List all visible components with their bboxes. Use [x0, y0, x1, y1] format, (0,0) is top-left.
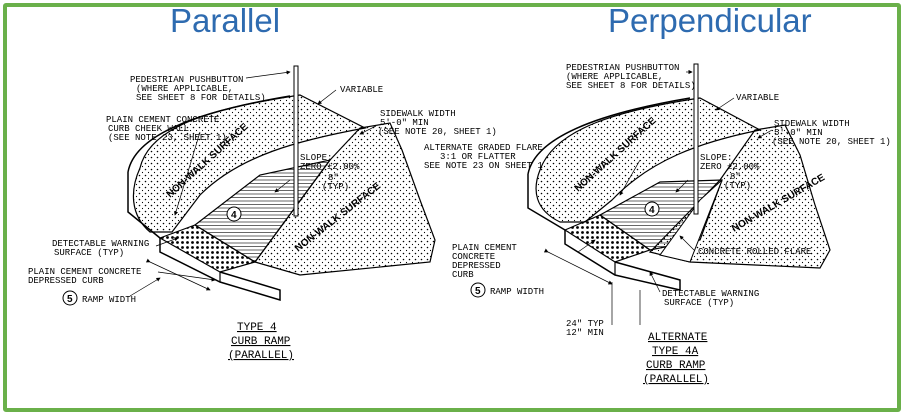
right-flare-3: SEE NOTE 23 ON SHEET 1 [424, 161, 543, 171]
right-dim8-1: 8" [730, 172, 741, 182]
left-sidewalk-1: SIDEWALK WIDTH [380, 109, 456, 119]
right-ramp-width: RAMP WIDTH [490, 287, 544, 297]
left-marker-4-label: 4 [231, 210, 237, 221]
right-marker-5 [470, 282, 486, 298]
left-pushbutton-3: SEE SHEET 8 FOR DETAILS) [136, 93, 266, 103]
left-depressed-1: PLAIN CEMENT CONCRETE [28, 267, 141, 277]
right-dim24-2: 12" MIN [566, 328, 604, 338]
left-marker-5-label: 5 [67, 294, 73, 305]
left-sidewalk-2: 5'-0" MIN [380, 118, 429, 128]
left-dim8-1: 8" [328, 173, 339, 183]
left-ramp-width: RAMP WIDTH [82, 295, 136, 305]
figure-frame [3, 3, 901, 412]
right-dim8-2: (TYP) [724, 181, 751, 191]
left-cheek-2: CURB CHEEK WALL [108, 124, 189, 134]
left-pushbutton-2: (WHERE APPLICABLE, [136, 84, 233, 94]
left-title-2: CURB RAMP [231, 336, 291, 348]
right-title-4: (PARALLEL) [643, 374, 709, 386]
heading-parallel: Parallel [170, 2, 281, 39]
right-flare-2: 3:1 OR FLATTER [440, 152, 516, 162]
type4a-drawing: 4 5 PEDESTRIAN PUSHBUTTON (WHERE APPLICA… [424, 63, 891, 386]
right-pushbutton-3: SEE SHEET 8 FOR DETAILS) [566, 81, 696, 91]
type4-drawing: 4 5 PEDESTRIAN PUSHBUTTON (WHERE APPLICA… [28, 65, 497, 362]
left-slope-2: ZERO ±2.00% [300, 162, 360, 172]
left-cheek-3: (SEE NOTE 23, SHEET 1). [108, 133, 232, 143]
left-back-surface [132, 94, 367, 233]
right-depressed-3: DEPRESSED [452, 261, 501, 271]
right-pushbutton-2: (WHERE APPLICABLE, [566, 72, 663, 82]
right-rolled-flare-label: CONCRETE ROLLED FLARE [698, 247, 811, 257]
left-depressed-2: DEPRESSED CURB [28, 276, 104, 286]
right-sidewalk-3: (SEE NOTE 20, SHEET 1) [772, 137, 891, 147]
right-depressed-1: PLAIN CEMENT [452, 243, 517, 253]
left-detectable-2: SURFACE (TYP) [54, 248, 124, 258]
left-detectable-1: DETECTABLE WARNING [52, 239, 149, 249]
right-slope-2: ZERO ±2.00% [700, 162, 760, 172]
right-slope-1: SLOPE: [700, 153, 732, 163]
left-title-3: (PARALLEL) [228, 350, 294, 362]
right-depressed-2: CONCRETE [452, 252, 495, 262]
left-variable: VARIABLE [340, 85, 383, 95]
right-detectable-2: SURFACE (TYP) [664, 298, 734, 308]
left-dim8-2: (TYP) [322, 182, 349, 192]
right-title-2: TYPE 4A [652, 346, 699, 358]
left-right-surface [254, 122, 436, 276]
left-slope-1: SLOPE: [300, 153, 332, 163]
left-pushbutton-1: PEDESTRIAN PUSHBUTTON [130, 75, 243, 85]
right-marker-4-label: 4 [649, 205, 655, 216]
heading-perpendicular: Perpendicular [608, 2, 812, 39]
right-back-surface [535, 97, 762, 223]
right-detectable-1: DETECTABLE WARNING [662, 289, 759, 299]
left-cheek-1: PLAIN CEMENT CONCRETE [106, 115, 219, 125]
left-marker-4 [226, 206, 242, 222]
left-sidewalk-3: (SEE NOTE 20, SHEET 1) [378, 127, 497, 137]
right-title-3: CURB RAMP [646, 360, 706, 372]
left-marker-5 [62, 290, 78, 306]
right-flare-1: ALTERNATE GRADED FLARE [424, 143, 543, 153]
right-title-1: ALTERNATE [648, 332, 708, 344]
right-pushbutton-1: PEDESTRIAN PUSHBUTTON [566, 63, 679, 73]
right-rolled-flare [659, 179, 723, 263]
right-depressed-4: CURB [452, 270, 474, 280]
right-marker-5-label: 5 [475, 286, 481, 297]
right-dim24-1: 24" TYP [566, 319, 604, 329]
left-title-1: TYPE 4 [237, 322, 277, 334]
right-marker-4 [644, 201, 660, 217]
right-sidewalk-1: SIDEWALK WIDTH [774, 119, 850, 129]
right-sidewalk-2: 5'-0" MIN [774, 128, 823, 138]
right-variable: VARIABLE [736, 93, 779, 103]
